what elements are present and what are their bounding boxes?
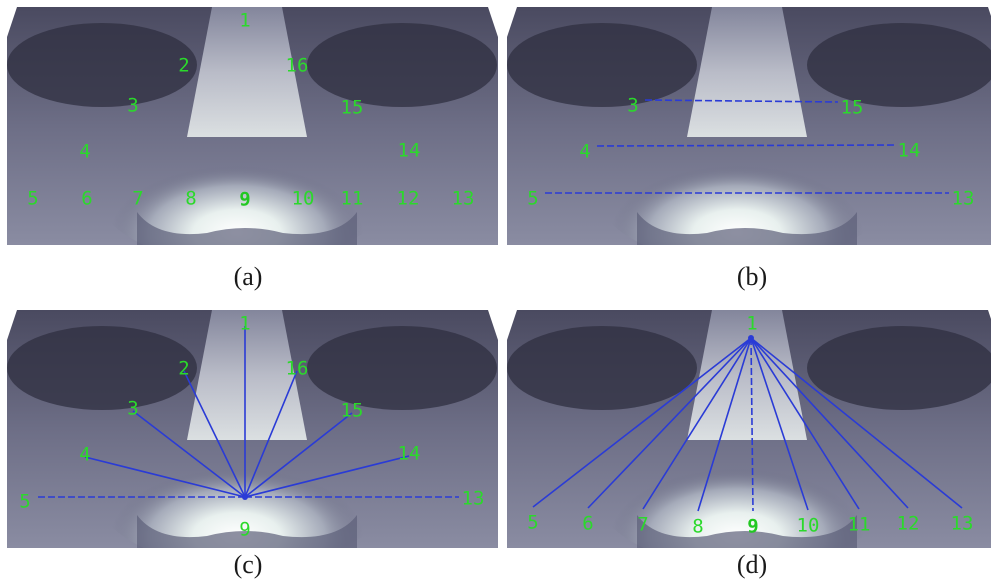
nose-tip (593, 105, 893, 245)
landmark-label-15: 15 (841, 97, 864, 119)
connection-9-3 (132, 410, 246, 498)
left-eye-shadow (7, 326, 197, 410)
connection-1-9 (750, 337, 754, 512)
landmark-label-5: 5 (527, 512, 538, 534)
connection-1-10 (750, 337, 809, 511)
panel-d: 1 5 6 7 8 9 10 11 12 13 (507, 310, 991, 548)
landmark-label-7: 7 (132, 188, 143, 210)
landmark-label-9: 9 (747, 516, 758, 538)
landmark-label-5: 5 (527, 188, 538, 210)
landmark-label-3: 3 (127, 398, 138, 420)
landmark-label-3: 3 (627, 95, 638, 117)
landmark-label-16: 16 (286, 55, 309, 77)
landmark-labels: 1 5 6 7 8 9 10 11 12 13 (527, 313, 973, 538)
nostril-shadow (137, 212, 357, 245)
landmark-label-15: 15 (341, 97, 364, 119)
panel-caption: (a) (233, 262, 263, 291)
landmark-label-13: 13 (462, 488, 485, 510)
right-eye-shadow (307, 23, 497, 107)
landmark-label-9: 9 (239, 519, 250, 541)
landmark-label-2: 2 (178, 358, 189, 380)
landmark-labels: 3 15 4 14 5 13 (527, 95, 974, 210)
landmark-label-3: 3 (127, 95, 138, 117)
panel-b: 3 15 4 14 5 13 (507, 7, 991, 245)
nose-bridge (187, 7, 307, 137)
connection-1-8 (697, 337, 752, 512)
nostril-shadow (137, 515, 357, 548)
panel-c: 1 2 3 4 5 9 13 14 15 16 (7, 310, 498, 548)
connection-9-14 (244, 455, 410, 498)
right-eye-shadow (807, 326, 991, 410)
landmark-label-13: 13 (952, 188, 975, 210)
landmark-label-10: 10 (292, 188, 315, 210)
landmark-label-13: 13 (951, 513, 974, 535)
left-eye-shadow (507, 326, 697, 410)
landmark-label-14: 14 (398, 443, 421, 465)
nostril-shadow (637, 212, 857, 245)
landmark-label-5: 5 (19, 491, 30, 513)
landmark-label-14: 14 (898, 140, 921, 162)
connection-9-4 (84, 456, 246, 498)
connection-1-12 (750, 337, 909, 509)
landmark-label-11: 11 (341, 188, 364, 210)
landmark-label-9: 9 (239, 189, 250, 211)
landmark-labels: 1 2 3 4 5 9 13 14 15 16 (19, 313, 484, 541)
panel-caption: (b) (736, 262, 768, 291)
connection-1-5 (532, 337, 752, 508)
landmark-label-6: 6 (582, 513, 593, 535)
nose-tip (93, 105, 393, 245)
nose-bridge (687, 7, 807, 137)
landmark-label-6: 6 (81, 188, 92, 210)
right-eye-shadow (307, 326, 497, 410)
landmark-label-7: 7 (637, 514, 648, 536)
panel-c-svg: 1 2 3 4 5 9 13 14 15 16 (7, 310, 498, 548)
panel-d-svg: 1 5 6 7 8 9 10 11 12 13 (507, 310, 991, 548)
landmark-label-8: 8 (692, 516, 703, 538)
landmark-label-12: 12 (397, 188, 420, 210)
connection-1-7 (642, 337, 752, 510)
connection-1-11 (750, 337, 860, 510)
landmark-label-1: 1 (239, 313, 250, 335)
landmark-label-14: 14 (398, 140, 421, 162)
panel-b-svg: 3 15 4 14 5 13 (507, 7, 991, 245)
hub-point (748, 335, 754, 341)
landmark-label-1: 1 (239, 10, 250, 32)
connection-1-6 (587, 337, 752, 509)
landmark-label-13: 13 (452, 188, 475, 210)
landmark-label-4: 4 (79, 444, 90, 466)
landmark-label-11: 11 (848, 514, 871, 536)
landmark-label-8: 8 (185, 188, 196, 210)
nose-tip (93, 408, 393, 548)
landmark-label-12: 12 (897, 513, 920, 535)
left-eye-shadow (507, 23, 697, 107)
landmark-label-5: 5 (27, 188, 38, 210)
nostril-shadow (637, 515, 857, 548)
landmark-label-4: 4 (79, 141, 90, 163)
hub-point (242, 494, 248, 500)
connection-3-15 (644, 99, 839, 103)
left-eye-shadow (7, 23, 197, 107)
panel-caption: (c) (233, 550, 263, 579)
landmark-label-1: 1 (746, 313, 757, 335)
landmark-label-15: 15 (341, 400, 364, 422)
connection-9-15 (244, 412, 353, 498)
connection-lines (37, 326, 459, 500)
panel-caption: (d) (736, 550, 768, 579)
nose-bridge (187, 310, 307, 440)
connection-9-2 (183, 370, 246, 498)
connection-1-13 (750, 337, 963, 509)
right-eye-shadow (807, 23, 991, 107)
landmark-label-16: 16 (286, 358, 309, 380)
connection-lines (532, 335, 963, 512)
landmark-label-4: 4 (579, 141, 590, 163)
connection-lines (545, 99, 949, 194)
nose-bridge (687, 310, 807, 440)
connection-9-16 (244, 370, 298, 498)
landmark-label-2: 2 (178, 55, 189, 77)
landmark-label-10: 10 (797, 515, 820, 537)
